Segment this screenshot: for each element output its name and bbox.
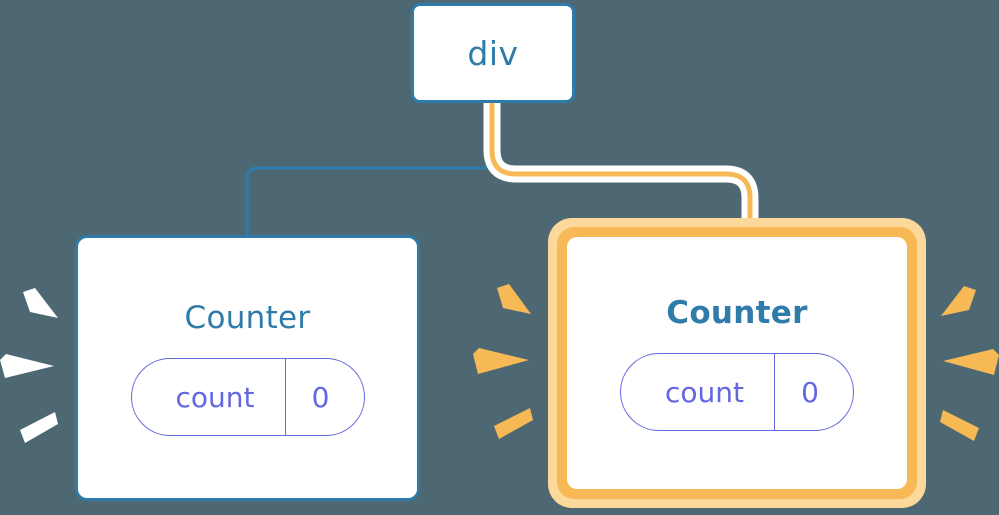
node-div-label: div xyxy=(467,33,519,73)
node-counter-right-body: Counter count 0 xyxy=(567,237,907,489)
edge-div-to-counter-left xyxy=(245,101,495,238)
highlight-ring-inner: Counter count 0 xyxy=(567,237,907,489)
edge-div-to-counter-right xyxy=(489,100,753,241)
state-key: count xyxy=(175,380,255,414)
state-value: 0 xyxy=(284,359,364,435)
state-value: 0 xyxy=(774,354,853,430)
highlight-ring-outer: Counter count 0 xyxy=(557,227,917,499)
state-pill-counter-right[interactable]: count 0 xyxy=(620,353,854,431)
state-pill-counter-left[interactable]: count 0 xyxy=(130,358,365,436)
node-counter-right-title: Counter xyxy=(666,295,808,331)
node-counter-left[interactable]: Counter count 0 xyxy=(75,235,420,501)
node-counter-left-title: Counter xyxy=(184,300,311,336)
state-key: count xyxy=(665,375,744,409)
node-div[interactable]: div xyxy=(411,3,575,103)
node-counter-left-body: Counter count 0 xyxy=(78,238,417,498)
node-counter-right[interactable]: Counter count 0 xyxy=(548,218,926,508)
